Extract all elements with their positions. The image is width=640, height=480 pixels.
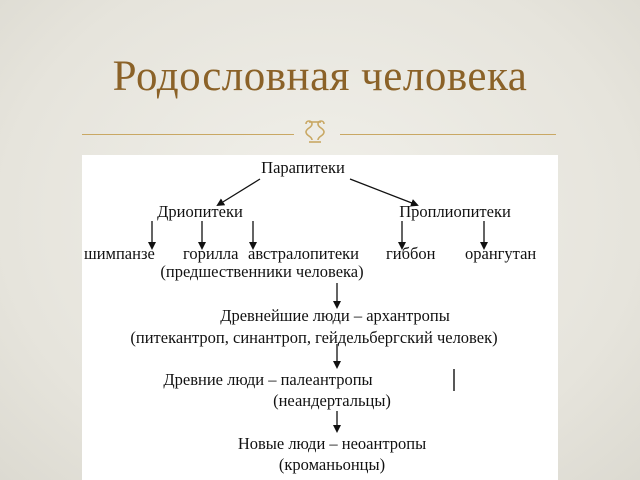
node-parapithecus: Парапитеки [261, 158, 345, 177]
node-australopithecus: австралопитеки [248, 244, 359, 263]
node-orangutan: орангутан [465, 244, 537, 263]
scroll-ornament-icon [305, 120, 325, 143]
arrow-root-to-dryopithecus [216, 178, 261, 207]
stage-neoanthropes: Новые люди – неоантропы [237, 434, 427, 453]
stage-paleoanthropes-note: (неандертальцы) [273, 391, 391, 410]
title-rule-left [82, 134, 294, 135]
node-chimpanzee: шимпанзе [84, 244, 155, 263]
title-rule-right [340, 134, 556, 135]
arrow-root-to-propliopithecus [349, 178, 419, 207]
stage-archanthropes: Древнейшие люди – архантропы [220, 306, 450, 325]
stage-archanthropes-note: (питекантроп, синантроп, гейдельбергский… [130, 328, 498, 347]
node-gorilla: горилла [183, 244, 239, 263]
stage-neoanthropes-note: (кроманьонцы) [278, 455, 386, 474]
ancestors-note: (предшественники человека) [160, 262, 364, 281]
slide-title: Родословная человека [112, 53, 528, 100]
pedigree-diagram: Парапитеки Дриопитеки Проплиопитеки шимп… [82, 155, 558, 480]
node-dryopithecus: Дриопитеки [157, 202, 243, 221]
stage-paleoanthropes: Древние люди – палеантропы [163, 370, 373, 389]
node-propliopithecus: Проплиопитеки [399, 202, 511, 221]
node-gibbon: гиббон [386, 244, 436, 263]
diagram-arrows [148, 178, 488, 433]
